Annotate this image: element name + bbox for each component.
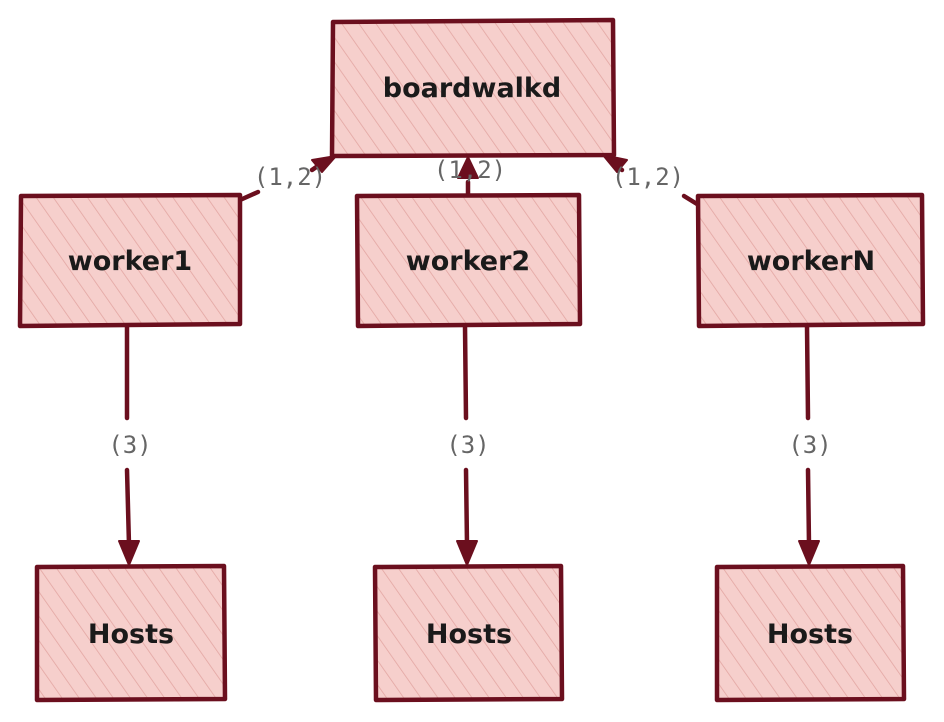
- node-hosts-n: Hosts: [714, 563, 907, 703]
- node-hosts-2: Hosts: [372, 563, 565, 703]
- node-label: worker2: [406, 246, 530, 277]
- arrowhead: [602, 154, 628, 173]
- node-boardwalkd: boardwalkd: [329, 17, 617, 159]
- edge-line: [462, 323, 469, 421]
- edge-label: (1,2): [612, 163, 684, 191]
- edge-line: [681, 193, 700, 207]
- node-box: [354, 192, 583, 329]
- arrowhead: [311, 155, 337, 173]
- arrowhead: [456, 540, 478, 566]
- node-box: [695, 192, 926, 329]
- arrowhead: [457, 156, 479, 179]
- node-hosts-1: Hosts: [34, 563, 228, 703]
- edge-worker1-to-hosts: (3): [108, 323, 152, 566]
- edge-label: (3): [446, 431, 489, 459]
- edge-line: [805, 467, 812, 548]
- node-box: [329, 17, 617, 159]
- edge-label: (3): [108, 431, 151, 459]
- node-label: worker1: [68, 246, 192, 277]
- node-worker1: worker1: [17, 192, 243, 329]
- edge-line: [463, 467, 470, 548]
- node-box: [372, 563, 565, 703]
- edge-worker2-to-boardwalkd: (1,2): [434, 156, 506, 197]
- edge-workerN-to-hosts: (3): [788, 323, 832, 566]
- edge-line: [804, 323, 811, 421]
- edge-line: [237, 189, 261, 203]
- node-label: boardwalkd: [383, 73, 561, 104]
- node-box: [714, 563, 907, 703]
- node-worker2: worker2: [354, 192, 583, 329]
- edge-label: (1,2): [254, 163, 326, 191]
- node-label: Hosts: [767, 619, 853, 650]
- arrowhead: [798, 540, 820, 566]
- edge-label: (1,2): [434, 156, 506, 184]
- node-label: Hosts: [426, 619, 512, 650]
- node-box: [34, 563, 228, 703]
- edge-worker2-to-hosts: (3): [446, 323, 490, 566]
- arrowhead: [118, 540, 140, 566]
- edge-workerN-to-boardwalkd: (1,2): [602, 154, 700, 207]
- edge-worker1-to-boardwalkd: (1,2): [237, 155, 337, 203]
- node-label: workerN: [747, 246, 875, 277]
- node-box: [17, 192, 243, 329]
- node-label: Hosts: [88, 619, 174, 650]
- edge-label: (3): [788, 431, 831, 459]
- node-workerN: workerN: [695, 192, 926, 329]
- edge-line: [124, 467, 132, 548]
